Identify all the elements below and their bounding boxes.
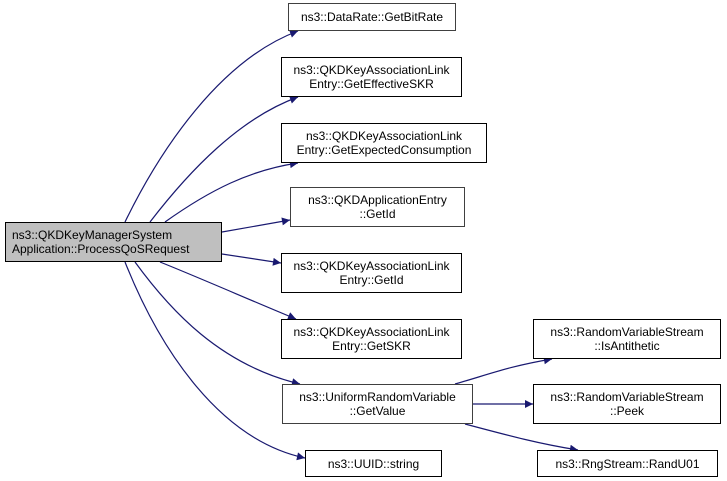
node-label-line: ns3::UniformRandomVariable (299, 390, 456, 404)
node-appentry-getid[interactable]: ns3::QKDApplicationEntry ::GetId (290, 187, 465, 227)
node-label-line: ns3::DataRate::GetBitRate (300, 10, 444, 24)
node-isantithetic[interactable]: ns3::RandomVariableStream ::IsAntithetic (533, 319, 721, 359)
edge-root-to-getskr (159, 261, 297, 320)
node-label-line: ns3::QKDApplicationEntry (308, 193, 447, 207)
edge-root-to-geteffectiveskr (149, 95, 299, 223)
node-peek[interactable]: ns3::RandomVariableStream ::Peek (533, 384, 721, 424)
node-label-line: ns3::QKDKeyAssociationLink (305, 129, 463, 143)
node-label-line: ::GetId (359, 207, 396, 221)
node-label-line: Entry::GetSKR (332, 339, 411, 353)
node-uniform-getvalue[interactable]: ns3::UniformRandomVariable ::GetValue (282, 384, 473, 424)
node-randu01[interactable]: ns3::RngStream::RandU01 (537, 450, 718, 477)
edge-uniform-getvalue-to-isantithetic (454, 356, 553, 385)
node-label-line: ns3::QKDKeyAssociationLink (293, 63, 450, 77)
node-label-line: ns3::QKDKeyManagerSystem (12, 228, 173, 242)
edge-root-to-uuid-string (124, 261, 306, 461)
edge-root-to-appentry-getid (221, 217, 291, 233)
node-label-line: Entry::GetId (339, 273, 404, 287)
node-label-line: Entry::GetExpectedConsumption (296, 143, 472, 157)
node-label-line: ns3::QKDKeyAssociationLink (293, 259, 450, 273)
node-uuid-string[interactable]: ns3::UUID::string (305, 450, 442, 477)
node-label-line: ::GetValue (349, 404, 406, 418)
edge-root-to-getexpectedconsumption (164, 160, 299, 223)
node-label-line: Entry::GetEffectiveSKR (309, 77, 434, 91)
node-label-line: ns3::RngStream::RandU01 (555, 456, 700, 471)
node-label-line: ns3::QKDKeyAssociationLink (293, 325, 450, 339)
node-getexpectedconsumption[interactable]: ns3::QKDKeyAssociationLink Entry::GetExp… (281, 123, 487, 163)
node-label-line: ns3::UUID::string (327, 456, 420, 471)
edge-root-to-uniform-getvalue (134, 261, 301, 387)
node-getbitrate[interactable]: ns3::DataRate::GetBitRate (288, 3, 456, 31)
edge-uniform-getvalue-to-randu01 (464, 423, 579, 453)
node-getskr[interactable]: ns3::QKDKeyAssociationLink Entry::GetSKR (281, 319, 462, 359)
edge-root-to-getbitrate (124, 30, 299, 223)
node-label-line: ::IsAntithetic (594, 339, 660, 353)
node-label-line: ::Peek (609, 404, 645, 418)
node-linkentry-getid[interactable]: ns3::QKDKeyAssociationLink Entry::GetId (281, 253, 462, 293)
node-root-processqosrequest: ns3::QKDKeyManagerSystem Application::Pr… (5, 222, 222, 262)
node-geteffectiveskr[interactable]: ns3::QKDKeyAssociationLink Entry::GetEff… (281, 57, 462, 97)
node-label-line: ns3::RandomVariableStream (550, 325, 704, 339)
edge-root-to-linkentry-getid (221, 253, 282, 266)
node-label-line: Application::ProcessQoSRequest (12, 242, 190, 256)
node-label-line: ns3::RandomVariableStream (550, 390, 704, 404)
